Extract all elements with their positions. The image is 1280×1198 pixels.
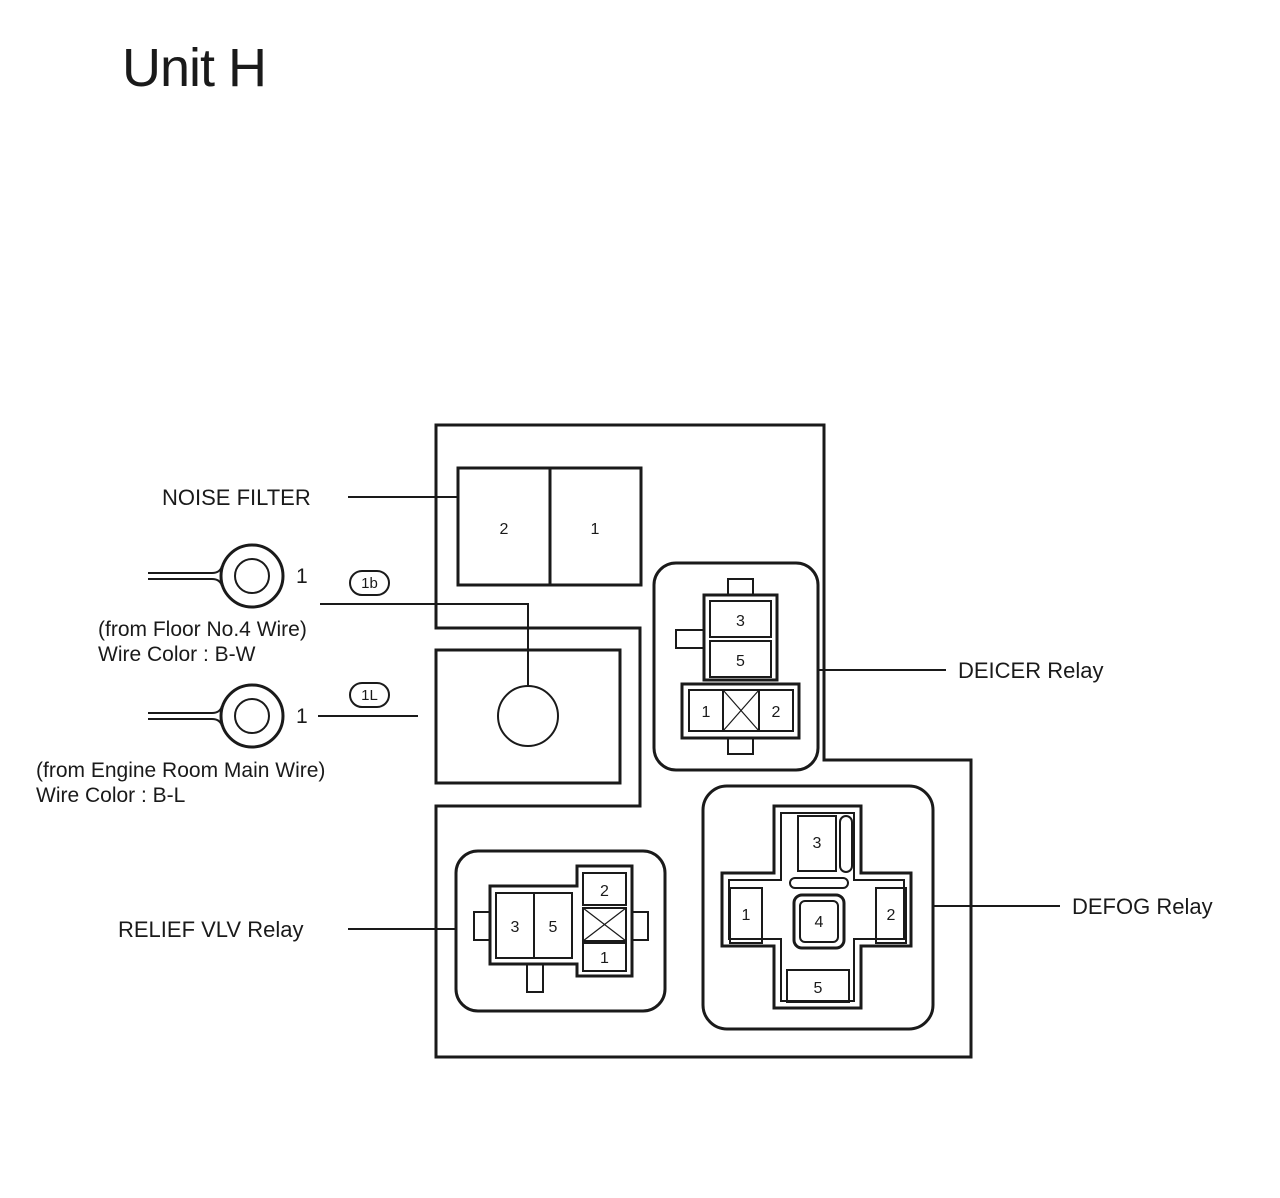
defog-pin-1: 1: [742, 907, 751, 924]
defog-pin-5: 5: [814, 980, 823, 997]
terminal-1l-wire-color: Wire Color : B-L: [36, 784, 185, 807]
terminal-1b-leader: [320, 603, 529, 686]
relief-pin-2: 2: [600, 883, 609, 900]
deicer-relay: 3 5 1 2: [652, 561, 820, 772]
terminal-1l-pin: 1: [296, 705, 308, 728]
relief-vlv-relay: 3 5 2 1: [454, 849, 667, 1013]
ring-terminal-icon: [219, 683, 285, 749]
defog-pin-4: 4: [815, 914, 824, 931]
ring-terminal-icon: [219, 543, 285, 609]
defog-relay: 3 1 4 2 5: [701, 784, 935, 1031]
terminal-1l-source: (from Engine Room Main Wire): [36, 759, 325, 782]
deicer-relay-label: DEICER Relay: [958, 658, 1103, 683]
junction-block-outline: [434, 423, 973, 1059]
page-title: Unit H: [122, 38, 266, 98]
terminal-1b: 1 1b (from Floor No.4 Wire) Wire Color :…: [98, 543, 390, 666]
deicer-pin-2: 2: [772, 704, 781, 721]
defog-pin-3: 3: [813, 835, 822, 852]
terminal-1b-source: (from Floor No.4 Wire): [98, 618, 307, 641]
deicer-pin-1: 1: [702, 704, 711, 721]
noise-filter-pin-2: 2: [500, 521, 509, 538]
noise-filter: 2 1: [456, 466, 643, 587]
terminal-1l-tag: 1L: [361, 687, 378, 704]
deicer-pin-5: 5: [736, 653, 745, 670]
relief-pin-1: 1: [600, 950, 609, 967]
terminal-1b-pin: 1: [296, 565, 308, 588]
defog-pin-2: 2: [887, 907, 896, 924]
terminal-1l: 1 1L (from Engine Room Main Wire) Wire C…: [36, 682, 390, 807]
relief-pin-5: 5: [549, 919, 558, 936]
terminal-1b-tag: 1b: [361, 575, 378, 592]
noise-filter-pin-1: 1: [591, 521, 600, 538]
terminal-1b-wire-color: Wire Color : B-W: [98, 643, 256, 666]
relief-vlv-relay-label: RELIEF VLV Relay: [118, 917, 303, 942]
defog-relay-label: DEFOG Relay: [1072, 894, 1213, 919]
relief-pin-3: 3: [511, 919, 520, 936]
noise-filter-label: NOISE FILTER: [162, 485, 311, 510]
deicer-pin-3: 3: [736, 613, 745, 630]
